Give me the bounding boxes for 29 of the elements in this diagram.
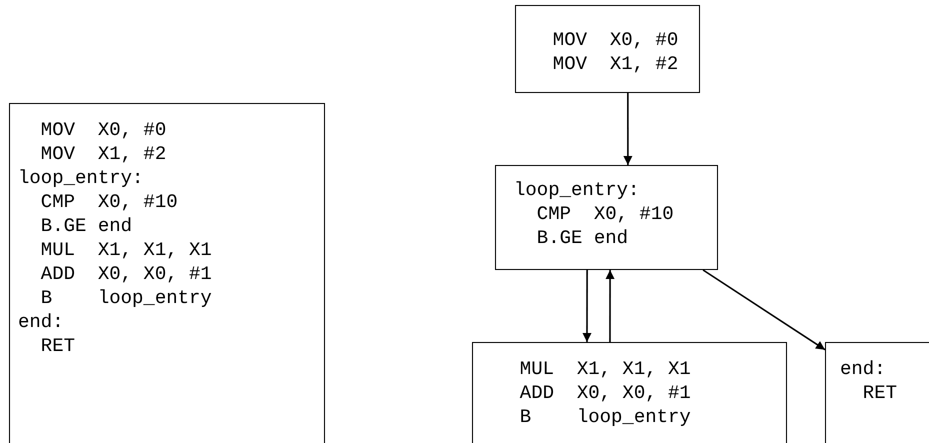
code-line: MOV X0, #0 (552, 28, 678, 52)
code-block-box (515, 5, 700, 93)
code-line: loop_entry: (18, 166, 144, 190)
code-line: RET (862, 381, 898, 405)
code-line: ADD X0, X0, #1 (518, 381, 691, 405)
code-line: MOV X1, #2 (40, 142, 166, 166)
arrow (623, 93, 632, 165)
code-line: CMP X0, #10 (536, 202, 674, 226)
code-block-box (495, 165, 718, 270)
code-line: B.GE end (536, 226, 628, 250)
code-line: ADD X0, X0, #1 (40, 262, 212, 286)
code-line: MUL X1, X1, X1 (518, 357, 691, 381)
code-block-box (9, 103, 325, 443)
code-line: loop_entry: (514, 178, 640, 202)
code-line: B.GE end (40, 214, 132, 238)
code-line: MOV X1, #2 (552, 52, 678, 76)
code-line: CMP X0, #10 (40, 190, 178, 214)
arrow (582, 270, 592, 342)
code-block-box (825, 342, 929, 443)
code-line: B loop_entry (518, 405, 691, 429)
arrow (606, 270, 615, 342)
code-line: end: (840, 357, 886, 381)
code-line: end: (18, 310, 64, 334)
code-block-box (472, 342, 787, 443)
code-line: B loop_entry (40, 286, 212, 310)
arrow (702, 269, 826, 350)
code-line: MUL X1, X1, X1 (40, 238, 212, 262)
code-line: RET (40, 334, 76, 358)
code-line: MOV X0, #0 (40, 118, 166, 142)
